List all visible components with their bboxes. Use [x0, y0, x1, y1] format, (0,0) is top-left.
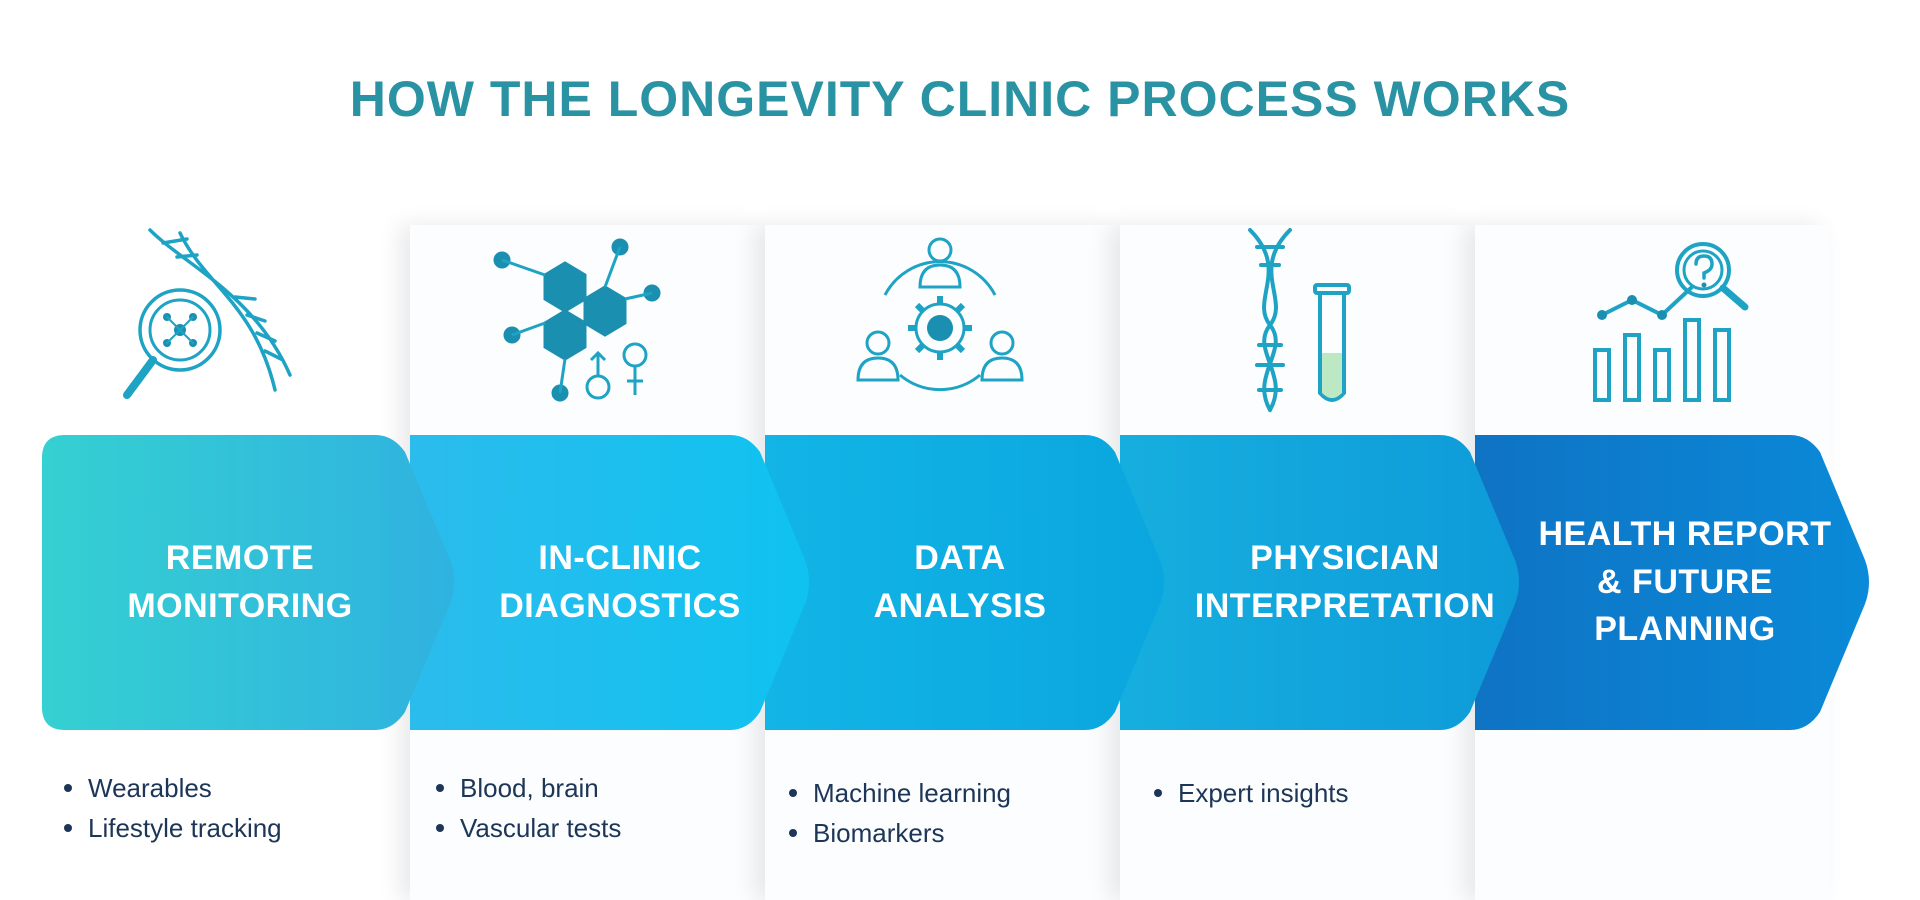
molecule-gender-icon — [480, 225, 680, 415]
list-item: Wearables — [60, 768, 282, 808]
step-bullets-4: Expert insights — [1150, 773, 1349, 813]
list-item: Lifestyle tracking — [60, 808, 282, 848]
step-arrow-4 — [1120, 435, 1519, 730]
step-label-3: DATA ANALYSIS — [873, 538, 1047, 625]
list-item: Vascular tests — [432, 808, 621, 848]
dna-test-tube-icon — [1215, 225, 1415, 415]
step-label-5: HEALTH REPORT & FUTURE PLANNING — [1538, 515, 1832, 649]
list-item: Blood, brain — [432, 768, 621, 808]
step-label-4: PHYSICIAN INTERPRETATION — [1194, 538, 1496, 625]
list-item: Machine learning — [785, 773, 1011, 813]
list-item: Expert insights — [1150, 773, 1349, 813]
step-bullets-3: Machine learning Biomarkers — [785, 773, 1011, 853]
step-arrow-3 — [765, 435, 1164, 730]
step-arrow-5 — [1475, 435, 1869, 730]
step-label-1: REMOTE MONITORING — [127, 538, 353, 625]
dna-magnifier-icon — [105, 225, 305, 415]
step-bullets-1: Wearables Lifestyle tracking — [60, 768, 282, 848]
bar-chart-magnifier-icon — [1575, 225, 1775, 415]
team-gear-icon — [840, 225, 1040, 415]
step-bullets-2: Blood, brain Vascular tests — [432, 768, 621, 848]
page-title: HOW THE LONGEVITY CLINIC PROCESS WORKS — [349, 71, 1571, 127]
step-arrow-2 — [410, 435, 809, 730]
step-label-2: IN-CLINIC DIAGNOSTICS — [499, 538, 741, 625]
list-item: Biomarkers — [785, 813, 1011, 853]
step-arrow-1 — [42, 435, 454, 730]
